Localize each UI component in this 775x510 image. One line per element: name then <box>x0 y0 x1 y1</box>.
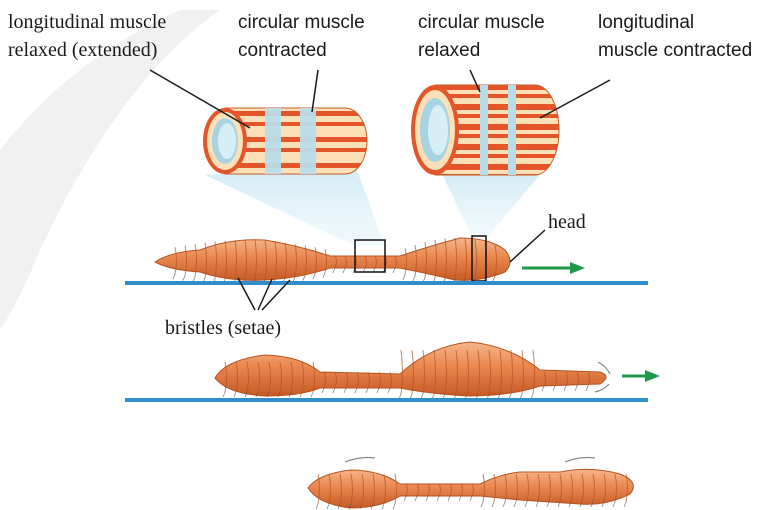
worm-body <box>215 342 606 396</box>
earthworm-stage-1 <box>155 236 510 285</box>
bristle <box>514 502 516 507</box>
bristle <box>448 496 450 501</box>
bristle <box>223 392 225 397</box>
label-circular-relaxed-2: relaxed <box>418 40 480 61</box>
zoom-cone-left <box>205 165 385 246</box>
bristle <box>403 275 405 280</box>
bristle <box>327 504 329 509</box>
bristle <box>525 502 527 507</box>
bristle <box>470 496 472 501</box>
bristle <box>173 274 175 279</box>
label-longitudinal-contracted-1: longitudinal <box>598 12 694 33</box>
muscle-cylinder-extended <box>203 108 367 174</box>
label-longitudinal-relaxed-1: longitudinal muscle <box>8 11 166 33</box>
bristle <box>493 276 495 281</box>
bristle <box>393 268 395 273</box>
bristle <box>311 392 313 397</box>
label-head: head <box>548 211 586 233</box>
label-bristles: bristles (setae) <box>165 317 281 339</box>
earthworm-stage-3 <box>308 458 633 510</box>
circular-band <box>300 108 316 174</box>
label-circular-relaxed-1: circular muscle <box>418 12 545 33</box>
circular-band <box>480 85 488 175</box>
bristle <box>426 496 428 501</box>
bristle <box>536 502 538 507</box>
bristle <box>303 276 305 281</box>
bristle <box>413 276 415 281</box>
bristle <box>613 502 615 507</box>
bristle <box>323 273 325 278</box>
worm-body <box>308 469 633 508</box>
muscle-cylinder-contracted <box>411 85 559 175</box>
bristle <box>183 276 185 281</box>
bristle <box>333 388 335 393</box>
bristle <box>404 496 406 501</box>
circular-band <box>508 85 516 175</box>
earthworm-stage-2 <box>215 342 610 399</box>
zoom-cone-right <box>440 170 540 236</box>
bristle <box>492 502 494 507</box>
bristle <box>503 502 505 507</box>
bristle <box>382 504 384 509</box>
bristle <box>481 502 483 507</box>
bristle <box>542 386 544 391</box>
bristle <box>313 274 315 279</box>
bristle <box>388 388 390 393</box>
bristle <box>322 388 324 393</box>
arrow-right-icon <box>522 262 585 274</box>
bristle <box>437 496 439 501</box>
bristle <box>343 268 345 273</box>
bristle <box>586 386 588 391</box>
bristle <box>344 388 346 393</box>
arrow-right-icon <box>622 370 660 382</box>
bristle <box>575 386 577 391</box>
bristle <box>234 392 236 397</box>
bristle <box>377 388 379 393</box>
circular-band <box>265 108 281 174</box>
label-longitudinal-relaxed-2: relaxed (extended) <box>8 39 157 61</box>
bristle <box>624 502 626 507</box>
bristle <box>366 388 368 393</box>
label-circular-contracted-1: circular muscle <box>238 12 365 33</box>
bristle <box>547 502 549 507</box>
bristle <box>316 504 318 509</box>
bristle <box>459 496 461 501</box>
bristle <box>393 504 395 509</box>
bristle <box>333 268 335 273</box>
label-circular-contracted-2: contracted <box>238 40 327 61</box>
bristle <box>415 496 417 501</box>
bristle <box>553 386 555 391</box>
label-longitudinal-contracted-2: muscle contracted <box>598 40 752 61</box>
bristle <box>355 388 357 393</box>
bristle <box>564 386 566 391</box>
